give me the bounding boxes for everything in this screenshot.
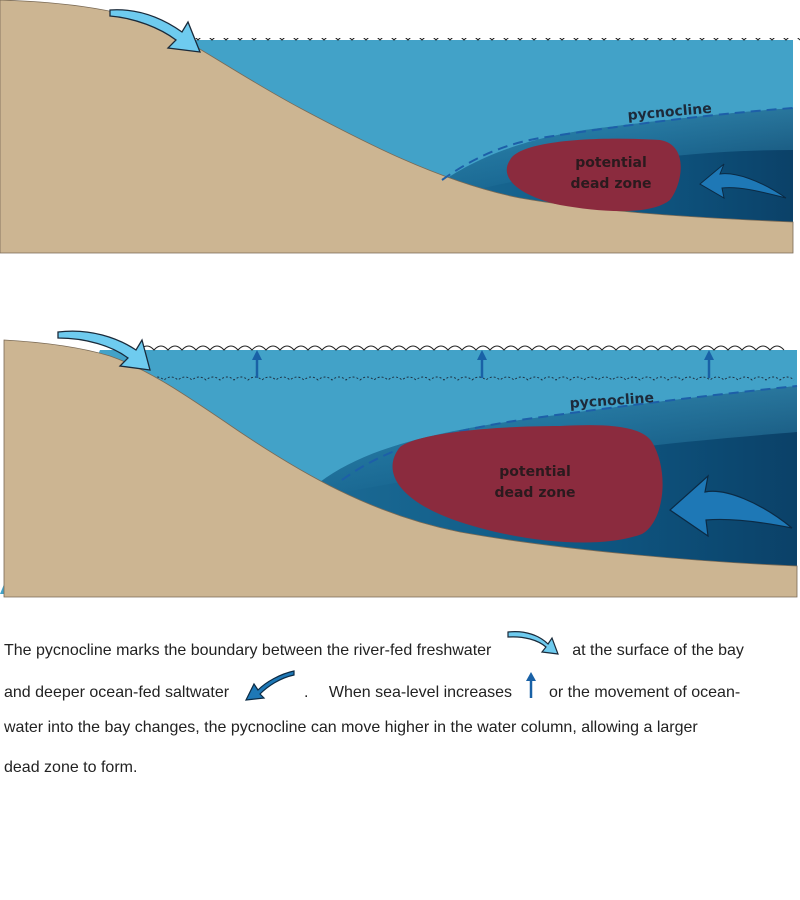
saltwater-arrow-icon <box>669 474 793 538</box>
caption-text: water into the bay changes, the pycnocli… <box>4 719 698 736</box>
pycnocline-line <box>441 107 794 181</box>
dead-zone-label-line1: potential <box>575 155 647 171</box>
up-arrow-icon <box>477 350 487 378</box>
dead-zone-label-line2: dead zone <box>570 176 651 192</box>
caption-line-4: dead zone to form. <box>4 748 137 788</box>
caption-line-3: water into the bay changes, the pycnocli… <box>4 708 698 748</box>
dead-zone <box>506 138 681 212</box>
sky <box>100 322 800 348</box>
diagram-current-svg: pycnocline potential dead zone <box>0 0 800 254</box>
caption-text: and deeper ocean-fed saltwater <box>4 684 230 701</box>
diagram-sea-level-rise-svg: pycnocline potential dead zone <box>0 322 800 598</box>
caption-text: at the surface of the bay <box>572 642 744 659</box>
caption-text: The pycnocline marks the boundary betwee… <box>4 642 492 659</box>
diagram-sea-level-rise: pycnocline potential dead zone <box>0 322 800 598</box>
dead-zone <box>392 425 663 543</box>
pycnocline-label: pycnocline <box>627 101 712 124</box>
up-arrow-icon <box>525 671 537 715</box>
dead-zone-label-line1: potential <box>499 464 571 480</box>
former-sea-level-line <box>149 376 795 381</box>
surface-waves <box>139 345 785 351</box>
caption-text: or the movement of ocean- <box>548 684 741 701</box>
caption-text: When sea-level increases <box>328 684 513 701</box>
dead-zone-label-line2: dead zone <box>494 485 575 501</box>
saltwater-arrow-icon <box>240 668 296 718</box>
diagram-current: pycnocline potential dead zone <box>0 0 800 256</box>
saltwater-arrow-icon <box>699 163 787 199</box>
freshwater-arrow-icon <box>506 628 560 674</box>
freshwater-arrow-icon <box>109 9 202 53</box>
pycnocline-label: pycnocline <box>569 390 654 412</box>
caption-text: . <box>303 684 309 701</box>
up-arrow-icon <box>704 350 714 378</box>
caption-text: dead zone to form. <box>4 759 138 776</box>
caption-line-2: and deeper ocean-fed saltwater . When se… <box>4 668 740 708</box>
caption-line-1: The pycnocline marks the boundary betwee… <box>4 628 744 668</box>
sky <box>160 0 800 38</box>
pycnocline-line <box>341 385 798 481</box>
freshwater-arrow-icon <box>57 330 151 371</box>
up-arrow-icon <box>252 350 262 378</box>
land <box>3 339 798 598</box>
